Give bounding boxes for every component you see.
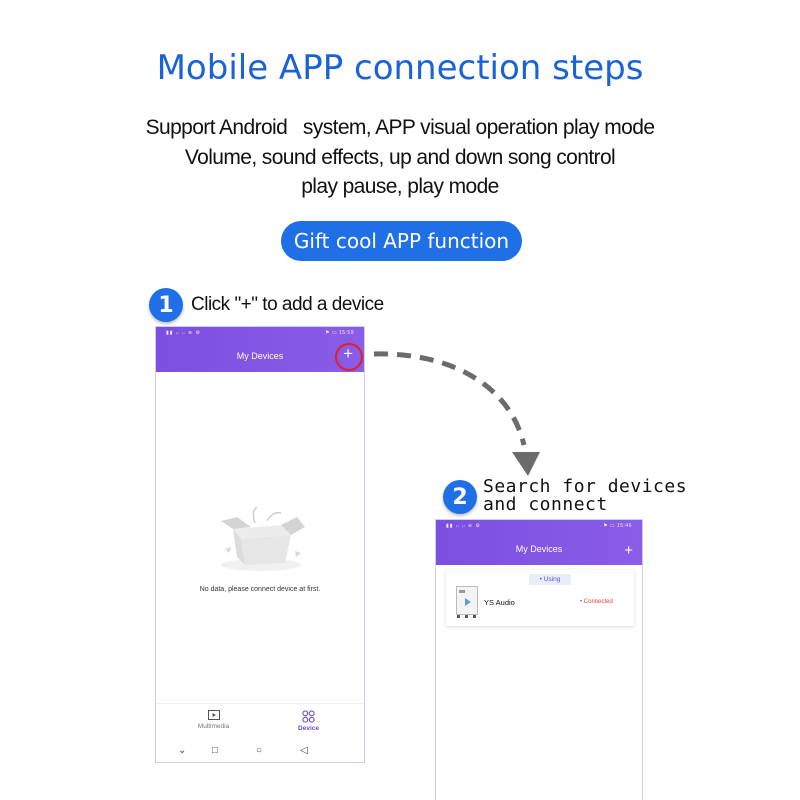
tab-multimedia[interactable]: Multimedia [191,710,236,730]
status-right: ⚑ ▭ 15:46 [603,523,632,529]
speaker-thumbnail-icon [456,586,478,618]
step-2-label-line-1: Search for devices [483,476,688,497]
description-line-3: play pause, play mode [301,175,499,198]
empty-state-text: No data, please connect device at first. [199,586,321,593]
status-bar: ▮▮ ᵢₗ ᵢₗ ≋ ⚙ ⚑ ▭ 15:59 [156,329,364,339]
nav-recent-icon[interactable]: □ [212,745,219,756]
app-header: ▮▮ ᵢₗ ᵢₗ ≋ ⚙ ⚑ ▭ 15:46 My Devices + [436,520,642,565]
app-title: My Devices [515,544,563,554]
page-title: Mobile APP connection steps [156,48,644,88]
step-1: 1 Click "+" to add a device [149,288,384,322]
step-2-badge: 2 [443,480,477,514]
description-line-2: Volume, sound effects, up and down song … [184,145,616,169]
device-grid-icon [302,710,315,723]
tab-device[interactable]: Device [286,710,331,732]
nav-down-icon[interactable]: ⌄ [178,745,187,756]
phone-screen-empty: ▮▮ ᵢₗ ᵢₗ ≋ ⚙ ⚑ ▭ 15:59 My Devices + No d… [155,326,365,763]
description: Support Android system, APP visual opera… [0,113,800,202]
app-title: My Devices [236,351,284,361]
step-2: 2 Search for devices and connect [443,478,687,514]
description-line-1: Support Android system, APP visual opera… [145,116,655,139]
app-function-pill: Gift cool APP function [281,221,522,261]
plus-icon[interactable]: + [624,542,633,559]
device-name: YS Audio [484,598,515,607]
device-status: • Connected [580,599,613,605]
empty-box-icon [221,506,305,571]
multimedia-icon [207,710,220,720]
tab-device-label: Device [298,725,319,732]
phone-screen-connected: ▮▮ ᵢₗ ᵢₗ ≋ ⚙ ⚑ ▭ 15:46 My Devices + • Us… [435,519,643,800]
status-left: ▮▮ ᵢₗ ᵢₗ ≋ ⚙ [166,330,201,336]
plus-highlight-ring [335,343,363,371]
status-bar: ▮▮ ᵢₗ ᵢₗ ≋ ⚙ ⚑ ▭ 15:46 [436,522,642,532]
nav-back-icon[interactable]: ◁ [300,745,308,756]
step-1-badge: 1 [149,288,183,322]
step-2-label-line-2: and connect [483,494,608,515]
status-left: ▮▮ ᵢₗ ᵢₗ ≋ ⚙ [446,523,481,529]
tab-multimedia-label: Multimedia [197,723,230,730]
status-right: ⚑ ▭ 15:59 [325,330,354,336]
app-header: ▮▮ ᵢₗ ᵢₗ ≋ ⚙ ⚑ ▭ 15:59 My Devices + [156,327,364,372]
bottom-tab-bar: Multimedia Device [156,703,364,741]
step-1-label: Click "+" to add a device [191,294,384,315]
nav-home-icon[interactable]: ○ [256,745,263,756]
step-2-label: Search for devices and connect [483,478,687,514]
android-nav-bar: ⌄ □ ○ ◁ [156,741,364,762]
device-card[interactable]: • Using YS Audio • Connected [446,570,634,626]
using-badge: • Using [529,574,571,585]
